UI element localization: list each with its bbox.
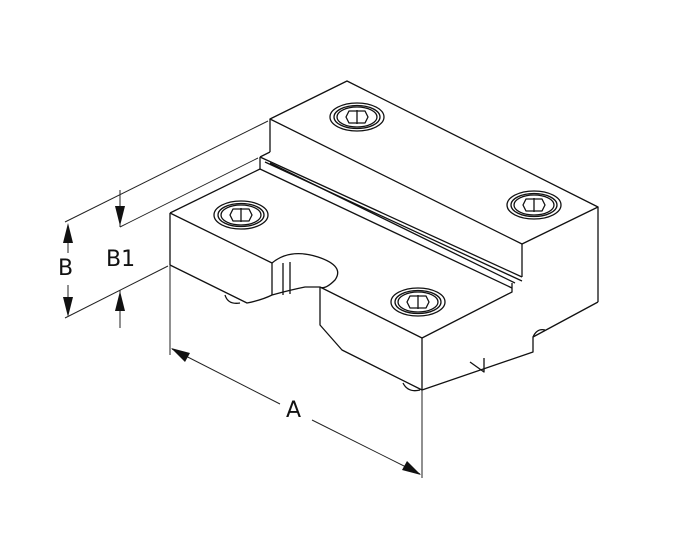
screw-icon	[213, 200, 269, 230]
arrowheads	[63, 206, 421, 475]
dimension-label-a: A	[286, 398, 302, 423]
lower-block	[169, 168, 599, 392]
groove	[259, 151, 523, 289]
screw-icon	[390, 287, 446, 317]
screw-icon	[329, 102, 385, 132]
dimension-label-b1: B1	[106, 247, 136, 272]
screw-icon	[506, 190, 562, 220]
upper-block	[269, 80, 599, 302]
screws	[213, 102, 562, 317]
dimension-label-b: B	[58, 256, 74, 281]
